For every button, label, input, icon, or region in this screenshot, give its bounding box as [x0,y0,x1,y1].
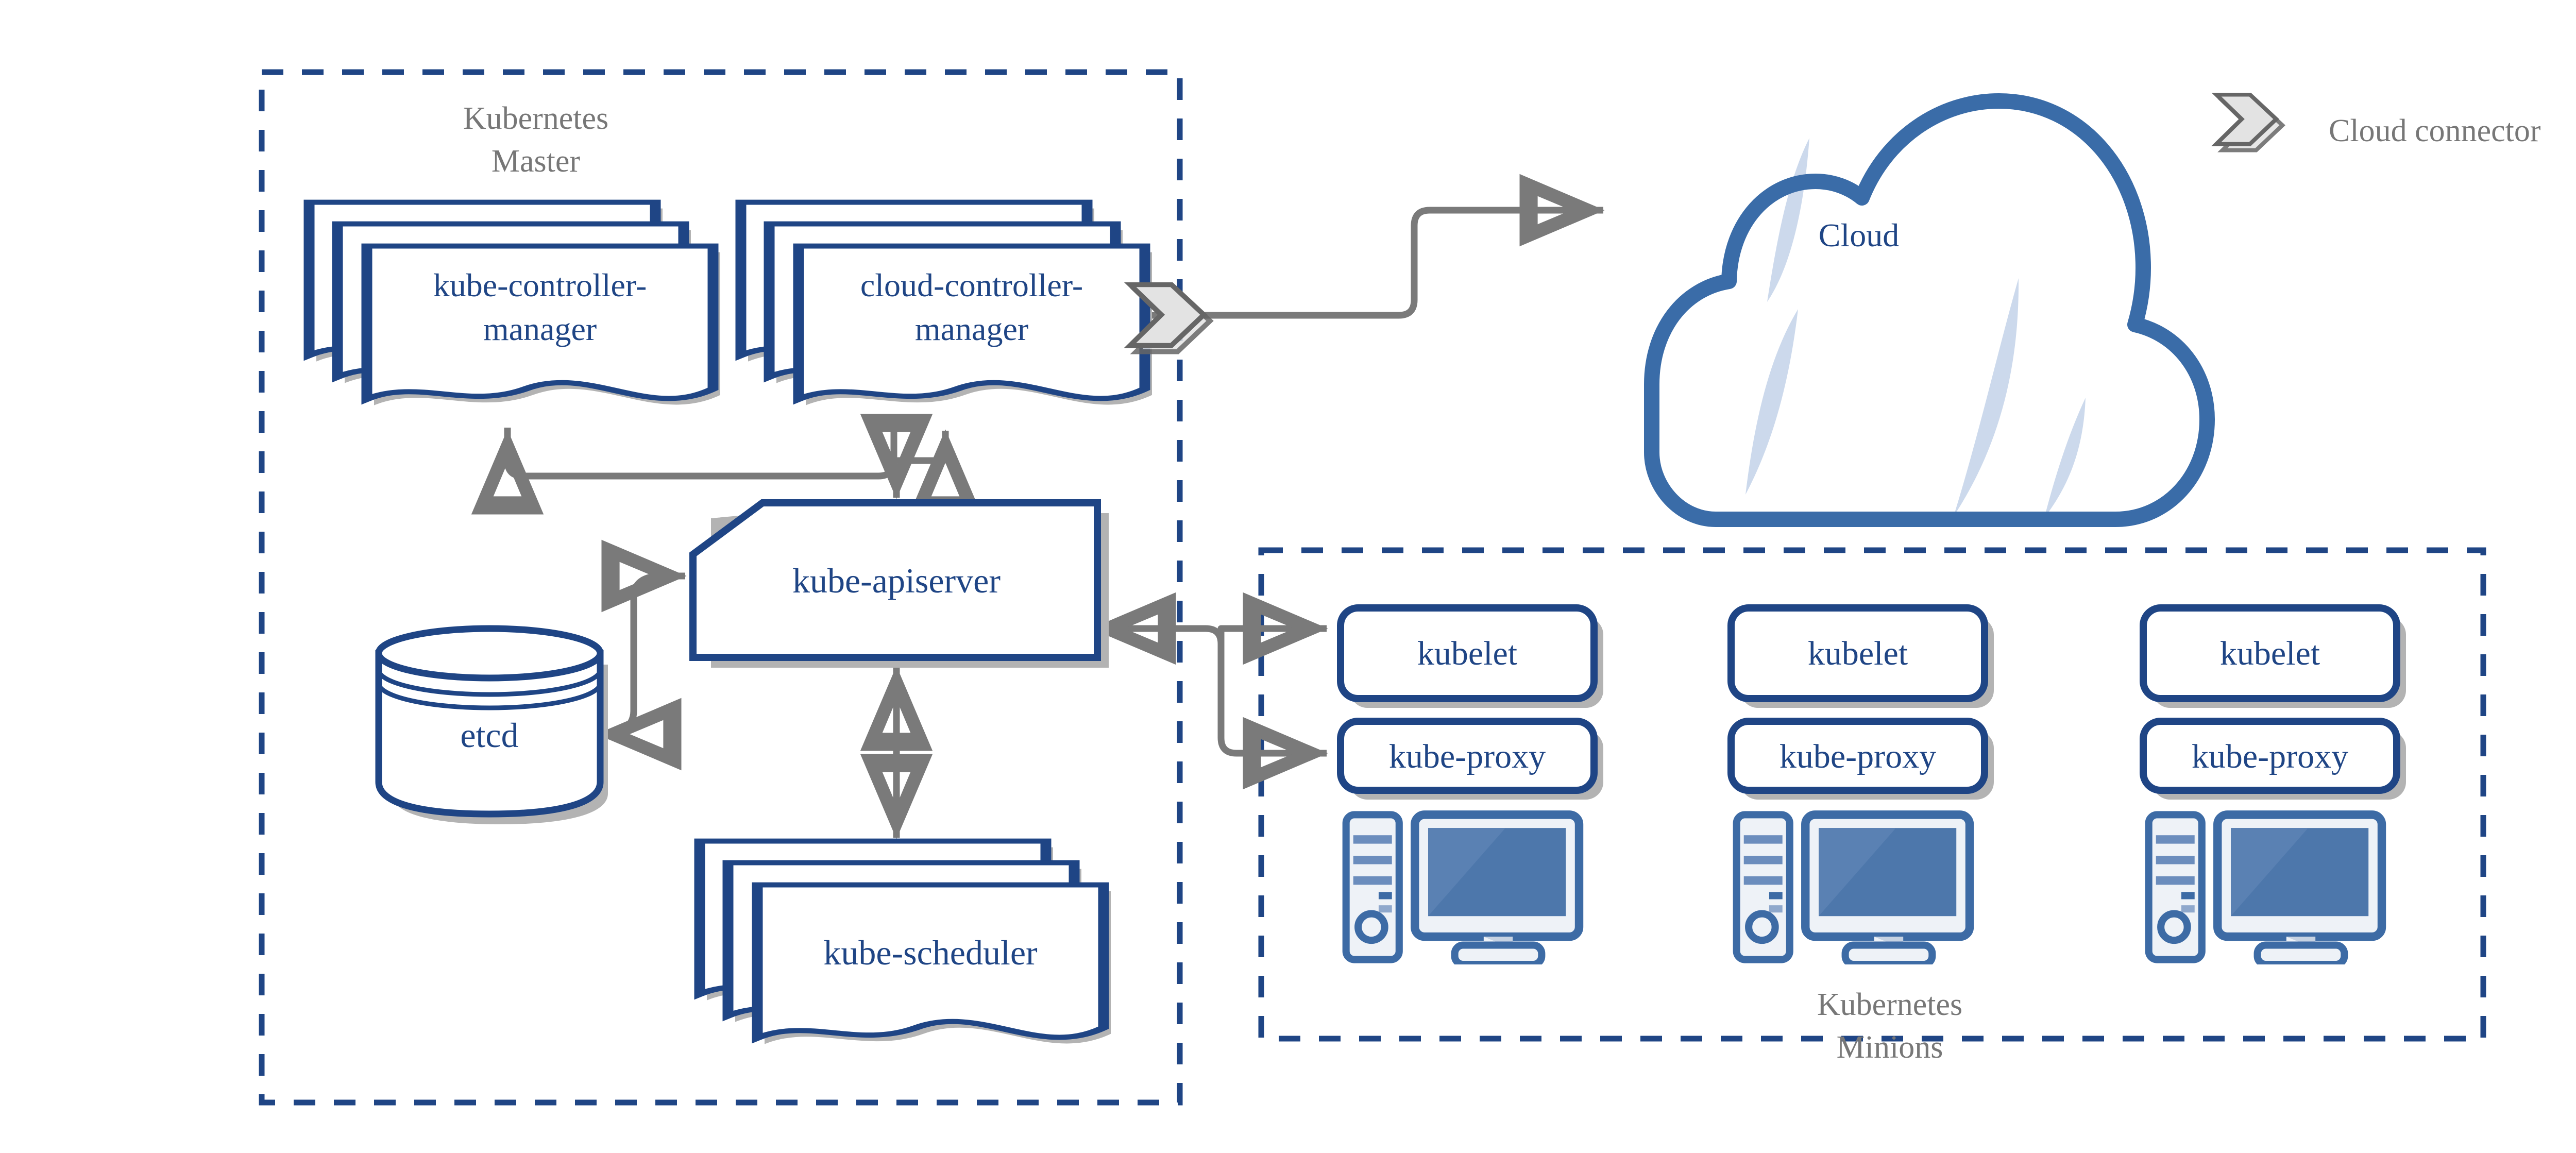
connector-ccm-to-cloud [1128,174,1605,319]
kube-proxy-box[interactable] [1337,718,1598,794]
kubelet-label: kubelet [1808,635,1908,672]
cloud-outline [1644,93,2215,527]
kube-controller-manager-label-line1: kube-controller- [433,267,647,303]
kubernetes-master-group: Kubernetes Master [259,69,1183,1106]
kube-apiserver-shape [689,499,1101,661]
cloud-controller-manager-label-line1: cloud-controller- [860,267,1083,303]
etcd-label: etcd [460,716,518,755]
kube-proxy-label: kube-proxy [1780,738,1936,775]
master-dashed-border [259,69,1183,1106]
etcd-ring-2 [376,683,603,710]
minions-group-label-line2: Minions [1837,1030,1943,1065]
kube-proxy-label: kube-proxy [1389,738,1546,775]
cloud-label: Cloud [1819,217,1899,253]
minion-node-1[interactable]: kubelet kube-proxy [1337,604,1603,964]
cloud-controller-manager-node[interactable]: cloud-controller- manager [741,202,1152,405]
connector-layer [471,174,1605,839]
connector-apiserver-branch-trunk [1110,625,1324,757]
kubelet-label: kubelet [1417,635,1517,672]
legend-label: Cloud connector [2329,113,2541,148]
kubelet-box[interactable] [1727,604,1988,702]
kube-apiserver-node[interactable]: kube-apiserver [689,499,1109,668]
kubelet-label: kubelet [2220,635,2320,672]
minion-node-2[interactable]: kubelet kube-proxy [1727,604,1994,964]
kube-apiserver-label: kube-apiserver [792,561,1001,600]
kube-proxy-box[interactable] [1727,718,1988,794]
kube-controller-manager-node[interactable]: kube-controller- manager [309,202,720,405]
kube-controller-manager-label-line2: manager [483,311,597,347]
master-group-label-line2: Master [492,144,581,179]
computer-icon [1346,815,1579,964]
minions-dashed-border [1258,547,2486,1042]
kubelet-box[interactable] [1337,604,1598,702]
computer-icon [1737,815,1970,964]
kube-proxy-label: kube-proxy [2192,738,2348,775]
cloud-controller-manager-label-line2: manager [915,311,1028,347]
kube-proxy-box[interactable] [2140,718,2400,794]
etcd-node[interactable]: etcd [375,625,608,824]
connector-apiserver-managers-bus [504,428,897,480]
etcd-ring-1 [376,669,603,697]
minions-group-label-line1: Kubernetes [1817,987,1962,1022]
connector-etcd-apiserver [596,539,687,771]
kube-scheduler-node[interactable]: kube-scheduler [700,841,1111,1044]
legend: Cloud connector [2216,95,2541,150]
cloud-node[interactable]: Cloud [1644,93,2215,527]
minion-node-3[interactable]: kubelet kube-proxy [2140,604,2406,964]
master-group-label-line1: Kubernetes [463,101,608,136]
etcd-cylinder-top [375,625,604,682]
computer-icon [2149,815,2382,964]
connector-apiserver-to-kubelet [1217,592,1328,665]
kubernetes-minions-group: Kubernetes Minions [1258,547,2486,1065]
kubelet-box[interactable] [2140,604,2400,702]
kube-scheduler-label: kube-scheduler [823,933,1038,972]
